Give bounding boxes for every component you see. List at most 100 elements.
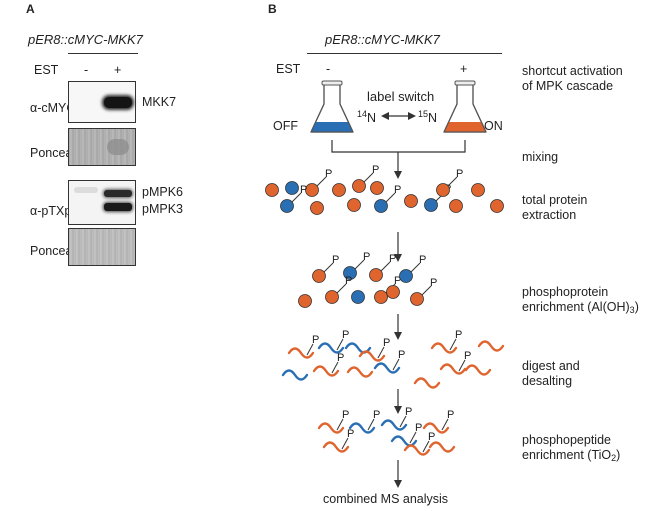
protein-circle	[399, 269, 413, 283]
panel-b-construct: pER8::cMYC-MKK7	[325, 32, 440, 47]
peptide	[464, 364, 492, 376]
protein	[449, 199, 463, 213]
phosphate-label: P	[342, 329, 349, 341]
phosphate-label: P	[415, 422, 422, 434]
peptide: P	[422, 409, 454, 434]
protein-circle	[332, 183, 346, 197]
peptide: P	[373, 349, 405, 374]
phosphate-label: P	[372, 164, 379, 176]
peptide: P	[322, 428, 354, 453]
panel-a-construct-underline	[68, 53, 138, 54]
peptide-chain	[422, 422, 450, 434]
phosphate-label: P	[394, 184, 401, 196]
row-label-ponceau-2: Ponceau	[30, 244, 80, 258]
protein: P	[280, 184, 307, 213]
blot-ponceau-1	[68, 128, 136, 166]
protein-circle	[298, 294, 312, 308]
flask-off-label: OFF	[273, 119, 298, 133]
phosphate-label: P	[363, 251, 370, 263]
protein-circle	[305, 183, 319, 197]
step-activation-line-2: of MPK cascade	[522, 79, 614, 93]
step-digest-line-2: desalting	[522, 374, 573, 388]
protein: P	[436, 168, 463, 197]
peptide-chain	[464, 364, 492, 376]
phosphate-label: P	[337, 352, 344, 364]
protein	[404, 194, 418, 208]
protein-circle	[310, 201, 324, 215]
phosphate-label: P	[345, 275, 352, 287]
band-label-mkk7: MKK7	[142, 95, 177, 109]
phospho-bond	[316, 176, 327, 187]
panel-b-letter: B	[268, 2, 277, 16]
phospho-bond	[409, 431, 417, 444]
isotope-15n: 15N	[418, 109, 438, 125]
phospho-bond	[447, 176, 458, 187]
protein-circle	[280, 199, 294, 213]
panel-a-est-label: EST	[34, 63, 59, 77]
peptide-chain	[317, 422, 345, 434]
protein: P	[305, 168, 332, 197]
peptide-chain	[287, 347, 315, 359]
peptide-chain	[346, 366, 374, 378]
protein-circle	[370, 181, 384, 195]
panel-b-construct-underline	[307, 53, 502, 54]
phospho-bond	[341, 437, 349, 450]
step-phosphopeptide-line-2: enrichment (TiO2)	[522, 448, 621, 463]
peptide-chain	[430, 342, 458, 354]
step-phosphopeptide-line-1: phosphopeptide	[522, 433, 611, 447]
peptide-chain	[403, 444, 431, 456]
peptide-chain	[439, 363, 467, 375]
phospho-bond	[306, 343, 314, 356]
protein-circle	[285, 181, 299, 195]
step-mixing: mixing	[522, 150, 559, 164]
panel-a-letter: A	[26, 2, 35, 16]
phosphate-label: P	[447, 409, 454, 421]
phosphate-label: P	[383, 337, 390, 349]
protein-circle	[369, 268, 383, 282]
flask-on-icon	[443, 80, 487, 133]
peptide: P	[403, 431, 435, 456]
peptide-chain	[317, 342, 345, 354]
protein	[285, 181, 299, 195]
row-label-anti-ptxpy: α-pTXpY	[30, 204, 80, 218]
blot-ponceau-2	[68, 228, 136, 266]
phosphate-label: P	[342, 409, 349, 421]
protein-circle	[325, 290, 339, 304]
protein-circle	[424, 198, 438, 212]
step-digest-line-1: digest and	[522, 359, 580, 373]
panel-b-est-minus: -	[326, 62, 331, 76]
peptide-chain	[413, 377, 441, 389]
phospho-bond	[377, 346, 385, 359]
phospho-bond	[422, 440, 430, 453]
step-extraction-line-2: extraction	[522, 208, 577, 222]
phosphate-label: P	[430, 277, 437, 289]
protein-circle	[404, 194, 418, 208]
label-switch-text: label switch	[367, 89, 435, 104]
phospho-bond	[291, 192, 302, 203]
phospho-bond	[367, 418, 375, 431]
phospho-bond	[331, 361, 339, 374]
peptide: P	[430, 329, 462, 354]
phospho-bond	[323, 262, 334, 273]
phosphate-label: P	[405, 406, 412, 418]
band-pmpk3	[104, 203, 132, 211]
protein-circle	[374, 199, 388, 213]
peptide-chain	[348, 422, 376, 434]
band-mkk7	[104, 97, 132, 108]
phosphate-label: P	[419, 254, 426, 266]
band-label-pmpk3: pMPK3	[142, 202, 183, 216]
phospho-bond	[441, 418, 449, 431]
peptide-chain	[380, 419, 408, 431]
phospho-bond	[354, 259, 365, 270]
peptide-chain	[281, 369, 309, 381]
phospho-bond	[336, 283, 347, 294]
phosphate-label: P	[332, 254, 339, 266]
protein	[471, 183, 485, 197]
protein	[370, 181, 384, 195]
protein: P	[325, 275, 352, 304]
phospho-bond	[392, 358, 400, 371]
peptide: P	[358, 337, 390, 362]
